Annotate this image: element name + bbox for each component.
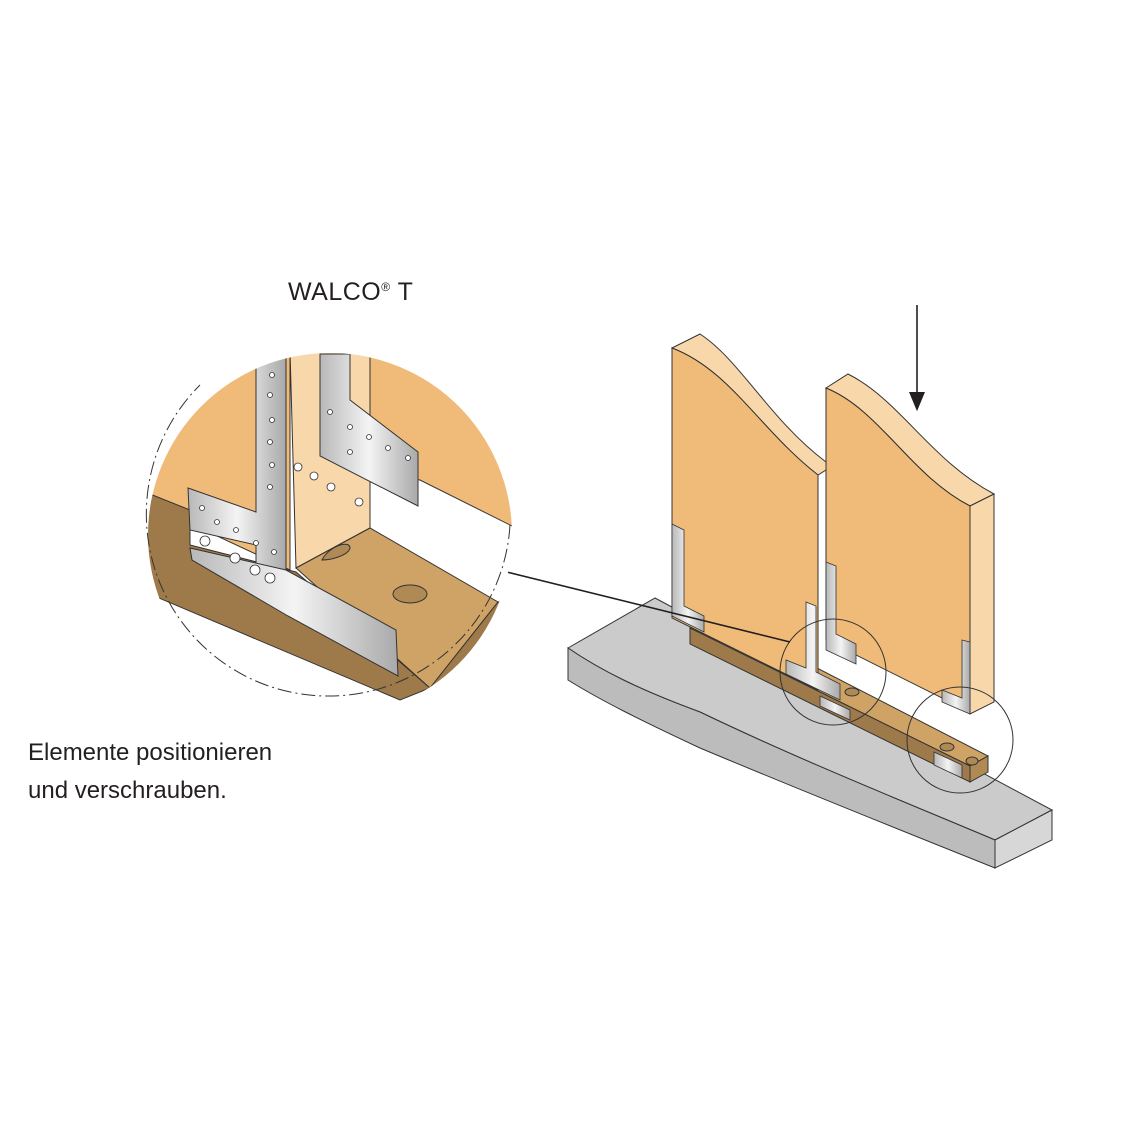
product-name: WALCO (288, 278, 382, 306)
caption-line-1: Elemente positionieren (28, 739, 273, 766)
wall-panel-left (670, 333, 827, 691)
detail-marker-circle-2 (906, 686, 1014, 794)
detail-view (148, 353, 512, 717)
registered-mark: ® (381, 280, 391, 294)
concrete-foundation (567, 597, 1054, 869)
product-suffix: T (390, 278, 414, 306)
product-title: WALCO® T (288, 278, 413, 307)
instruction-caption: Elemente positionieren und verschrauben. (28, 734, 272, 810)
walco-brackets-installed (671, 523, 971, 779)
detail-circle-outline (145, 384, 511, 697)
caption-line-2: und verschrauben. (28, 777, 227, 804)
detail-marker-circle-1 (779, 618, 887, 726)
wall-panel-right (824, 373, 996, 715)
